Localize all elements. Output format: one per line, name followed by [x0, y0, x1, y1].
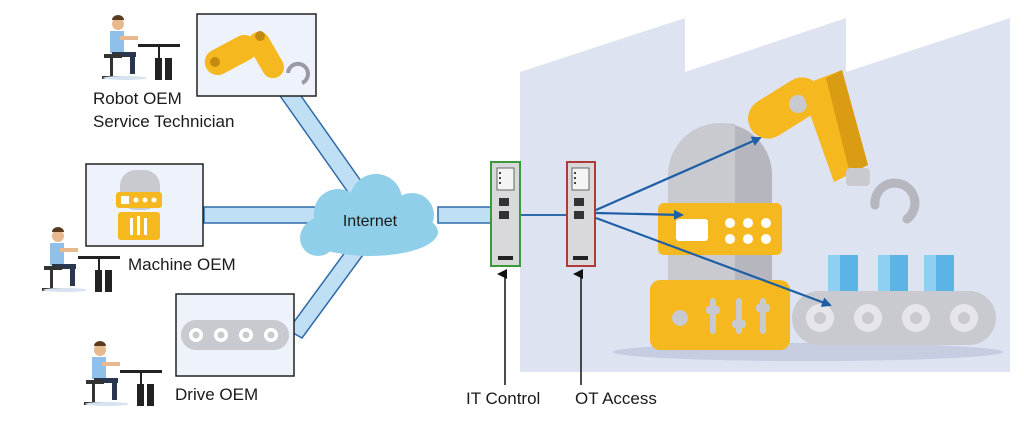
gateway-device-icon-ot-access: [566, 161, 596, 267]
technician-icon-machine-oem: [42, 227, 120, 292]
link-machine-oem: [203, 206, 327, 224]
technician-icon-robot-oem: [102, 15, 180, 80]
internet-label: Internet: [343, 213, 398, 230]
ot-access-label: OT Access: [575, 389, 657, 408]
arrow-to-robot-arm: [595, 136, 762, 212]
link-to-it-control: [437, 206, 495, 224]
robot-arm-icon: [204, 31, 310, 85]
drive-oem-label: Drive OEM: [175, 385, 258, 404]
machine-icon: [116, 170, 162, 240]
robot-oem-label-line2: Service Technician: [93, 112, 234, 131]
machine-oem-box: [85, 163, 204, 247]
it-control-label: IT Control: [466, 389, 540, 408]
factory-robot-icon: [613, 70, 1003, 361]
arrow-to-conveyor: [595, 216, 832, 307]
machine-oem-label: Machine OEM: [128, 255, 236, 274]
technician-icon-drive-oem: [84, 341, 162, 406]
network-links: [203, 85, 495, 339]
arrow-to-control-panel: [595, 209, 684, 220]
robot-oem-label-line1: Robot OEM: [93, 89, 182, 108]
drive-oem-box: [175, 293, 295, 377]
conveyor-icon: [181, 320, 289, 350]
factory-conveyor-icon: [792, 255, 996, 345]
cloud-icon: [300, 174, 438, 256]
gateway-device-icon-it-control: [490, 161, 521, 267]
robot-oem-box: [196, 13, 317, 97]
access-arrows: [595, 136, 832, 307]
